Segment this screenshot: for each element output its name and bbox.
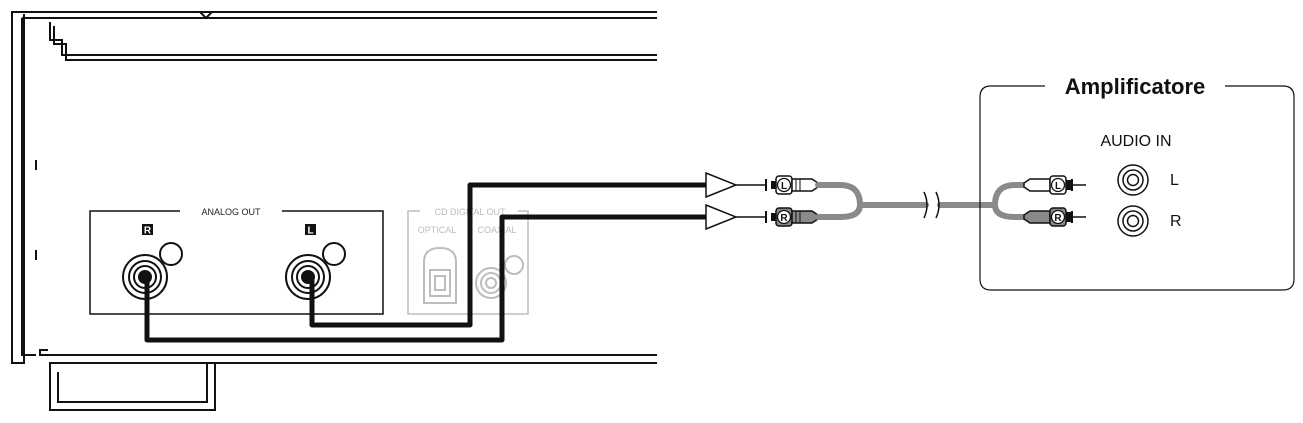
coaxial-label: COAXIAL [477,225,516,235]
audio-in-label: AUDIO IN [1100,133,1171,150]
audio-in-jack-r[interactable] [1117,205,1149,237]
svg-text:R: R [1054,213,1062,224]
optical-label: OPTICAL [418,225,457,235]
cable-from-r-jack [144,214,708,343]
player-cables [144,182,708,343]
analog-out-jack-r[interactable] [122,242,183,300]
arrow-l [705,171,739,199]
cable-plug-l-right: L [1023,175,1086,195]
chassis-notch [199,11,213,20]
audio-cable [815,182,1033,220]
cable-plug-r-right: R [1023,207,1086,227]
analog-out-jack-l[interactable] [285,242,346,300]
signal-arrows [705,171,739,231]
audio-in-r-label: R [1170,213,1182,230]
cable-plug-l-left: L [736,175,819,195]
cable-plug-r-left: R [736,207,819,227]
jack-l-badge: L [305,224,316,237]
optical-port [423,246,457,304]
cable-from-l-jack [309,182,708,328]
svg-text:R: R [144,226,152,237]
svg-text:L: L [307,226,313,237]
svg-text:L: L [781,181,787,192]
cable-break-mark [923,191,940,219]
jack-r-badge: R [142,224,153,237]
analog-out-panel: ANALOG OUT R L [89,207,384,315]
amplifier-box: Amplificatore AUDIO IN L R L [979,74,1295,291]
audio-in-jack-l[interactable] [1117,164,1149,196]
audio-in-l-label: L [1170,172,1179,189]
cd-player-chassis [11,11,657,411]
svg-text:L: L [1055,181,1061,192]
arrow-r [705,203,739,231]
analog-out-label: ANALOG OUT [201,207,261,217]
amplifier-title: Amplificatore [1065,74,1206,99]
svg-text:R: R [780,213,788,224]
